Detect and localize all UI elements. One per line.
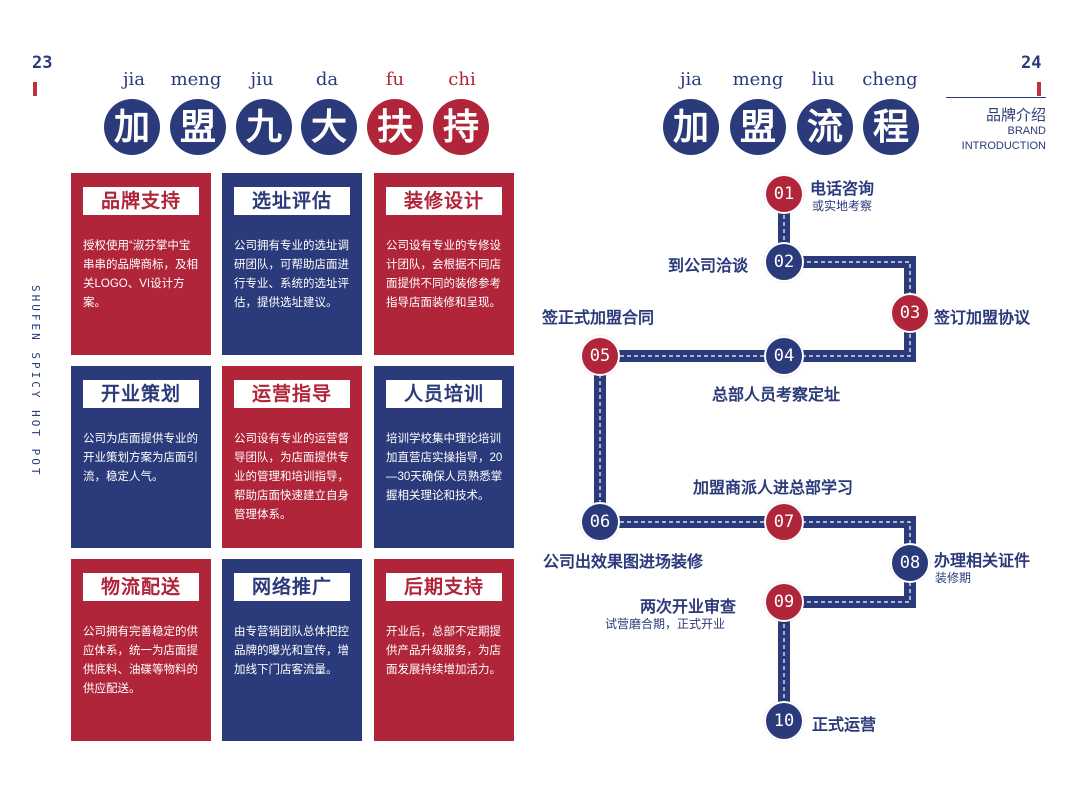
left-pinyin-5: fu (385, 69, 405, 90)
left-pinyin-6: chi (448, 69, 476, 90)
step-07-title: 加盟商派人进总部学习 (693, 478, 854, 497)
flow-node-01: 01 (764, 174, 804, 214)
vertical-brand-text: SHUFEN SPICY HOT POT (29, 285, 42, 478)
left-pinyin-3: jiu (250, 69, 274, 90)
right-pinyin-4: cheng (862, 69, 918, 90)
flow-node-09: 09 (764, 582, 804, 622)
flow-node-03: 03 (890, 293, 930, 333)
card-label: 装修设计 (386, 187, 502, 215)
left-title-char-1: 加 (104, 99, 160, 155)
left-title-char-3: 九 (236, 99, 292, 155)
right-title-char-2: 盟 (730, 99, 786, 155)
card-label: 选址评估 (234, 187, 350, 215)
right-title-char-4: 程 (863, 99, 919, 155)
right-title-char-1: 加 (663, 99, 719, 155)
flow-node-10: 10 (764, 701, 804, 741)
step-08-title: 办理相关证件 (934, 551, 1031, 570)
card-body: 授权使用“淑芬掌中宝串串的品牌商标，及相关LOGO、VI设计方案。 (83, 240, 198, 309)
card-label: 品牌支持 (83, 187, 199, 215)
step-03-title: 签订加盟协议 (934, 308, 1031, 327)
support-card-site: 选址评估 公司拥有专业的选址调研团队，可帮助店面进行专业、系统的选址评估，提供选… (222, 173, 362, 355)
left-title-char-4: 大 (301, 99, 357, 155)
brand-intro-en-1: BRAND (1007, 125, 1046, 137)
step-09-title: 两次开业审查 (640, 597, 737, 616)
left-page-number: 23 (32, 53, 53, 73)
flow-path-dash (599, 194, 911, 721)
card-body: 公司设有专业的专修设计团队，会根据不同店面提供不同的装修参考指导店面装修和呈现。 (386, 240, 501, 309)
support-card-decoration: 装修设计 公司设有专业的专修设计团队，会根据不同店面提供不同的装修参考指导店面装… (374, 173, 514, 355)
card-body: 公司设有专业的运营督导团队，为店面提供专业的管理和培训指导，帮助店面快速建立自身… (234, 433, 349, 521)
step-05-title: 签正式加盟合同 (542, 308, 655, 327)
step-01-title: 电话咨询 (810, 179, 875, 198)
card-body: 公司为店面提供专业的开业策划方案为店面引流，稳定人气。 (83, 433, 198, 483)
step-09-sub: 试营磨合期，正式开业 (605, 617, 726, 631)
left-pinyin-2: meng (170, 69, 222, 90)
right-page-number: 24 (1021, 53, 1042, 73)
left-title-char-5: 扶 (367, 99, 423, 155)
flow-node-05: 05 (580, 336, 620, 376)
card-label: 后期支持 (386, 573, 502, 601)
card-label: 网络推广 (234, 573, 350, 601)
card-body: 公司拥有专业的选址调研团队，可帮助店面进行专业、系统的选址评估，提供选址建议。 (234, 240, 349, 309)
right-title-char-3: 流 (797, 99, 853, 155)
card-label: 开业策划 (83, 380, 199, 408)
right-page-bar (1037, 82, 1041, 96)
left-pinyin-4: da (315, 69, 339, 90)
support-card-opening: 开业策划 公司为店面提供专业的开业策划方案为店面引流，稳定人气。 (71, 366, 211, 548)
step-10-title: 正式运营 (812, 715, 877, 734)
flow-node-02: 02 (764, 242, 804, 282)
left-page-bar (33, 82, 37, 96)
step-01-sub: 或实地考察 (812, 199, 873, 213)
left-title-char-2: 盟 (170, 99, 226, 155)
right-pinyin-2: meng (732, 69, 784, 90)
support-card-training: 人员培训 培训学校集中理论培训加直营店实操指导，20—30天确保人员熟悉掌握相关… (374, 366, 514, 548)
card-label: 运营指导 (234, 380, 350, 408)
step-08-sub: 装修期 (935, 571, 972, 585)
brand-divider (946, 97, 1046, 98)
support-card-operation: 运营指导 公司设有专业的运营督导团队，为店面提供专业的管理和培训指导，帮助店面快… (222, 366, 362, 548)
card-body: 公司拥有完善稳定的供应体系，统一为店面提供底料、油碟等物料的供应配送。 (83, 626, 198, 695)
right-pinyin-3: liu (811, 69, 835, 90)
support-card-logistics: 物流配送 公司拥有完善稳定的供应体系，统一为店面提供底料、油碟等物料的供应配送。 (71, 559, 211, 741)
card-label: 物流配送 (83, 573, 199, 601)
card-body: 由专营销团队总体把控品牌的曝光和宣传，增加线下门店客流量。 (234, 626, 349, 676)
brand-intro-en-2: INTRODUCTION (961, 140, 1046, 152)
flow-node-07: 07 (764, 502, 804, 542)
step-02-title: 到公司洽谈 (668, 256, 749, 275)
support-card-promotion: 网络推广 由专营销团队总体把控品牌的曝光和宣传，增加线下门店客流量。 (222, 559, 362, 741)
card-body: 开业后，总部不定期提供产品升级服务，为店面发展持续增加活力。 (386, 626, 501, 676)
left-title-char-6: 持 (433, 99, 489, 155)
support-card-brand: 品牌支持 授权使用“淑芬掌中宝串串的品牌商标，及相关LOGO、VI设计方案。 (71, 173, 211, 355)
card-label: 人员培训 (386, 380, 502, 408)
brand-intro-cn: 品牌介绍 (985, 107, 1046, 124)
step-06-title: 公司出效果图进场装修 (543, 552, 704, 571)
flow-node-06: 06 (580, 502, 620, 542)
flow-node-04: 04 (764, 336, 804, 376)
support-card-later: 后期支持 开业后，总部不定期提供产品升级服务，为店面发展持续增加活力。 (374, 559, 514, 741)
step-04-title: 总部人员考察定址 (712, 385, 841, 404)
flow-node-08: 08 (890, 543, 930, 583)
left-pinyin-1: jia (122, 69, 146, 90)
right-pinyin-1: jia (679, 69, 703, 90)
card-body: 培训学校集中理论培训加直营店实操指导，20—30天确保人员熟悉掌握相关理论和技术… (386, 433, 503, 502)
flow-path-solid (594, 194, 916, 721)
